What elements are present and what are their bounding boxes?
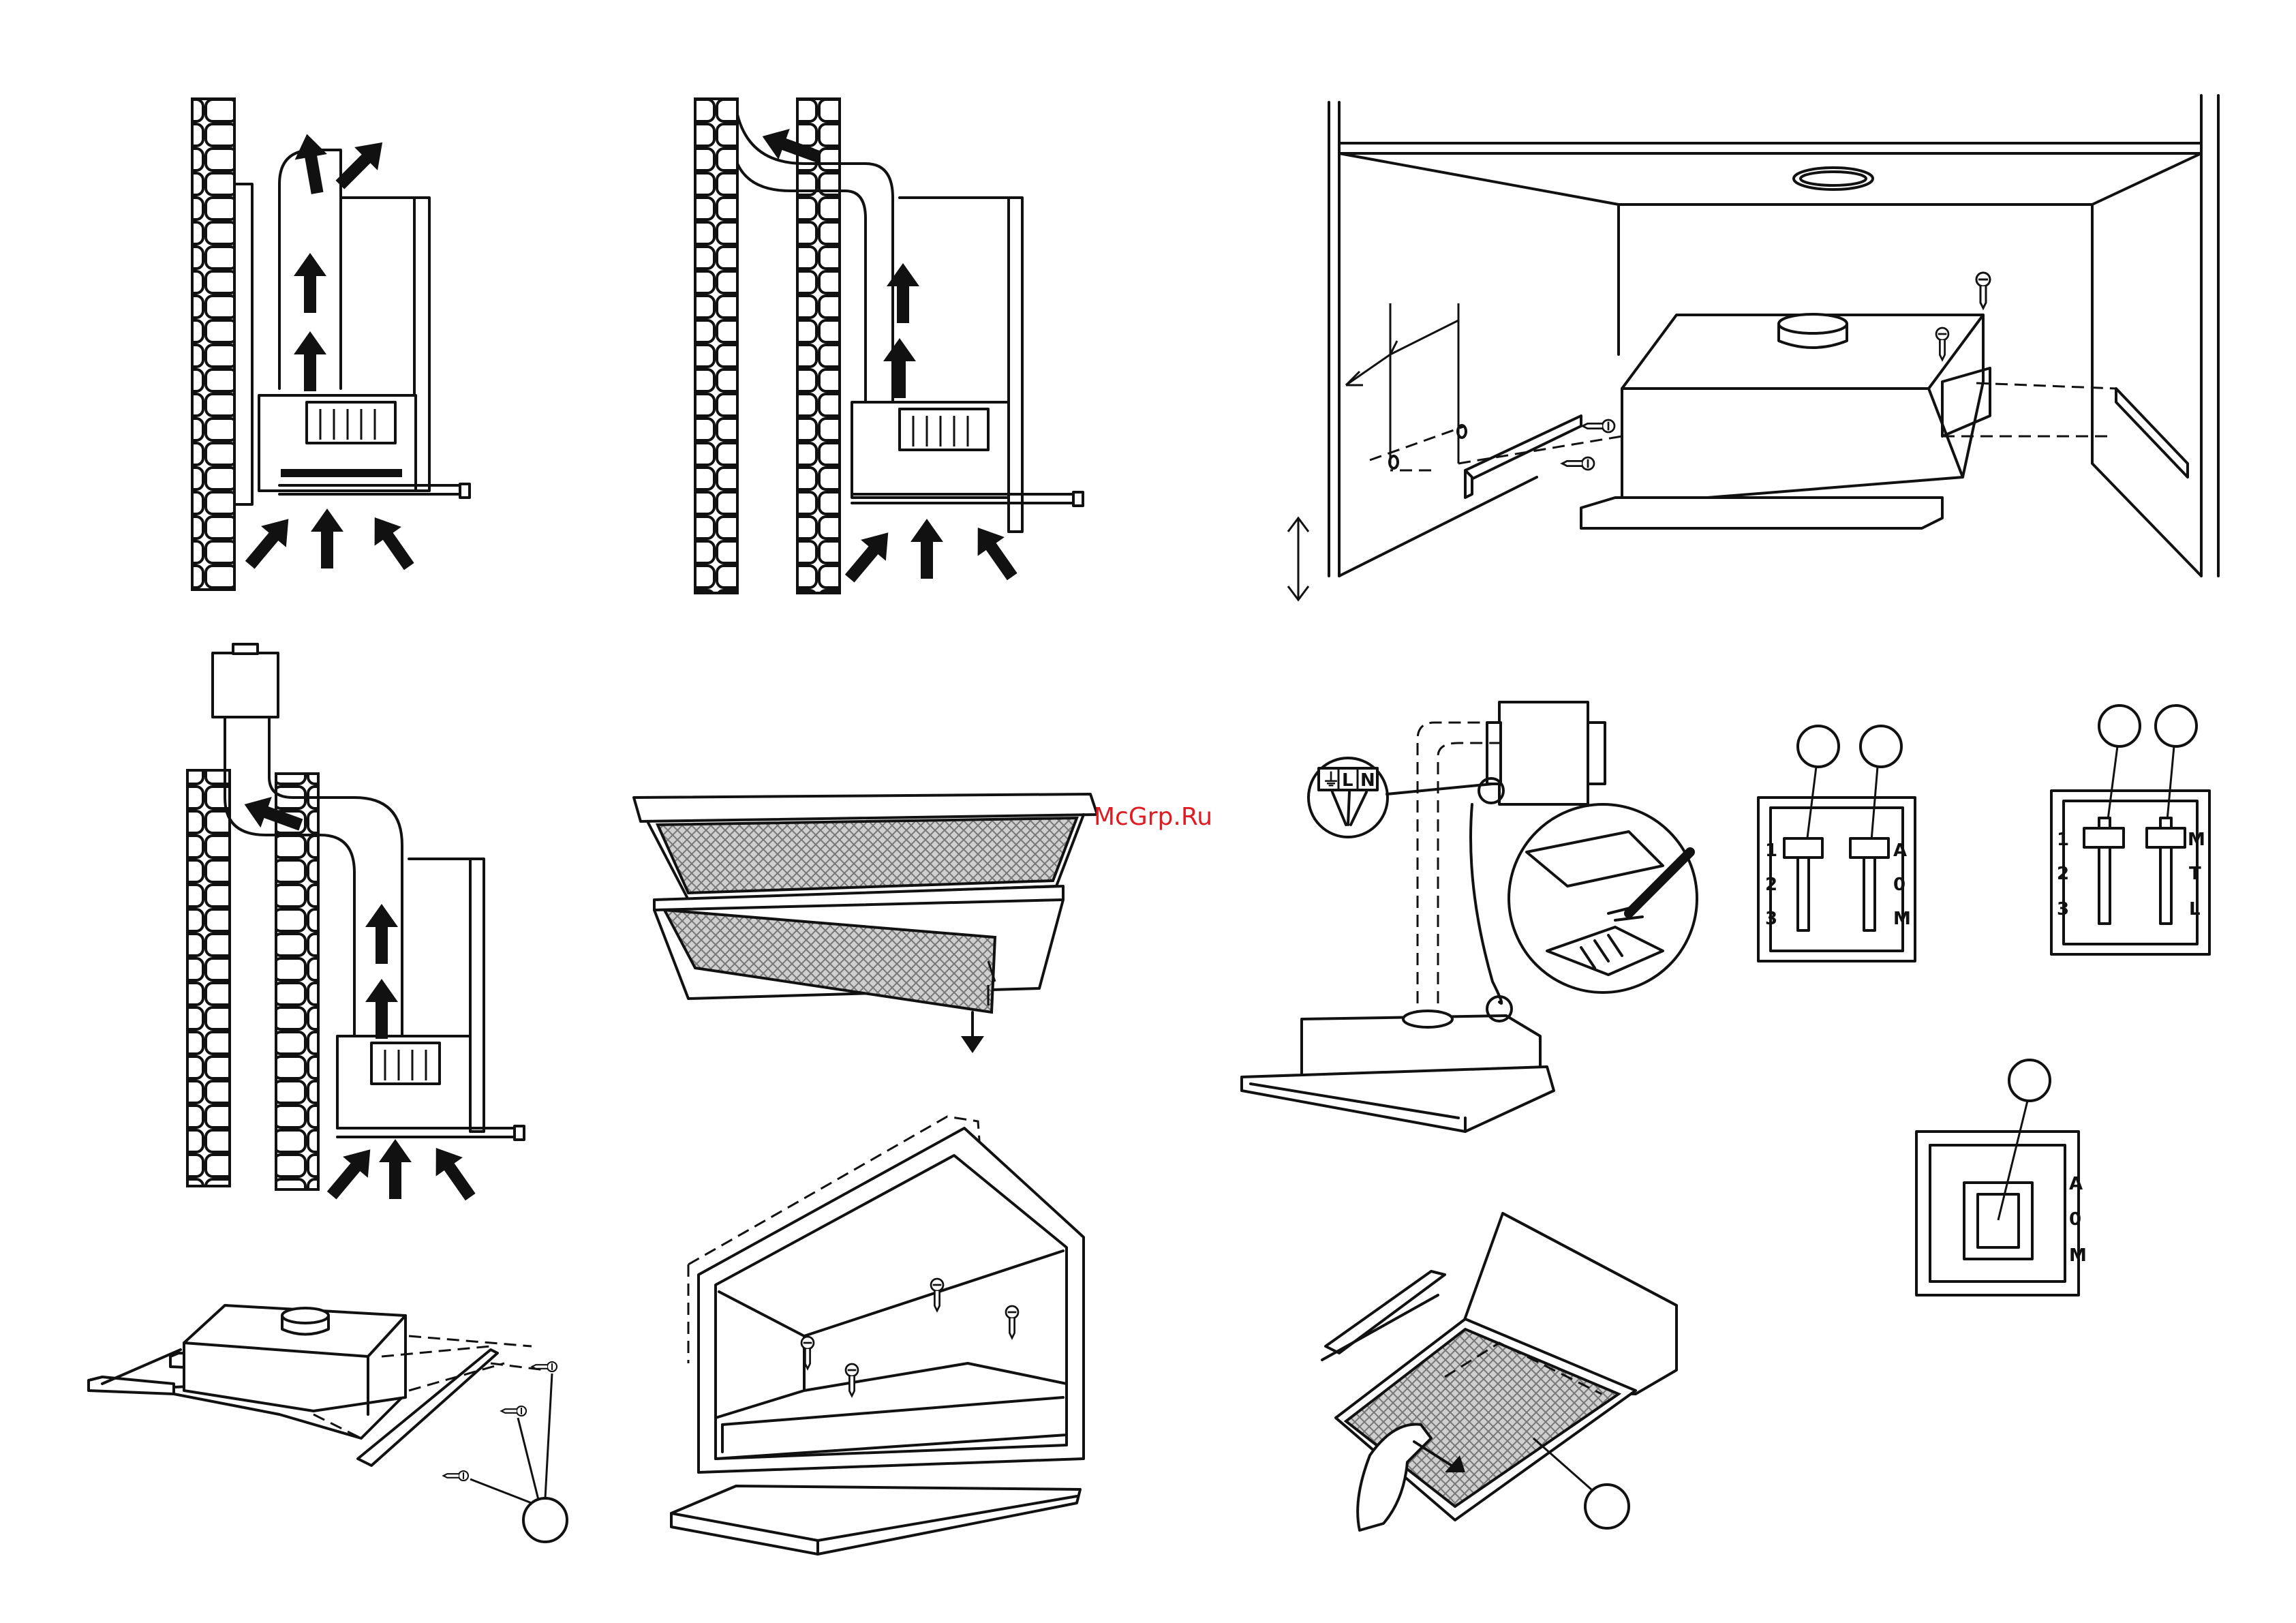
- external-motor-diagram: [187, 644, 524, 1207]
- arrow-up-icon: [294, 331, 326, 391]
- mode-mark-m: M: [2188, 830, 2205, 850]
- mode-mark-a: A: [1893, 840, 1907, 861]
- screw-icon: [1976, 273, 1990, 308]
- mode-mark-t: T: [2189, 864, 2201, 884]
- switch-panel-b: 1 2 3 M T L: [2051, 706, 2209, 954]
- screw-icon: [444, 1471, 468, 1481]
- terminal-earth-label: ⏚: [1322, 770, 1340, 791]
- wall-extraction-diagram: [695, 99, 1083, 593]
- callout-circle-icon: [1585, 1485, 1629, 1528]
- arrow-up-icon: [291, 132, 334, 196]
- arrow-up-icon: [883, 338, 916, 398]
- arrow-up-icon: [319, 1139, 382, 1206]
- callout-circle-icon: [2156, 706, 2196, 746]
- callout-circle-icon: [523, 1498, 567, 1542]
- rocker-switch-icon[interactable]: [1978, 1194, 2019, 1247]
- callout-circle-icon: [1798, 726, 1839, 767]
- callout-circle-icon: [2099, 706, 2140, 746]
- terminal-live-label: L: [1342, 770, 1353, 791]
- switch-panel-c: A 0 M: [1916, 1060, 2087, 1295]
- arrow-up-icon: [311, 509, 343, 568]
- arrow-up-icon: [423, 1138, 484, 1207]
- arrow-up-icon: [361, 508, 423, 576]
- brick-wall-icon: [192, 99, 234, 590]
- grease-filter-diagram: McGrp.Ru: [634, 794, 1212, 1053]
- screw-icon: [532, 1362, 557, 1371]
- arrow-up-icon: [964, 518, 1026, 586]
- arrow-up-icon: [365, 904, 398, 964]
- terminal-neutral-label: N: [1360, 770, 1375, 791]
- speed-mark-1: 1: [2057, 830, 2069, 850]
- screw-icon: [1582, 420, 1614, 432]
- brick-wall-icon: [695, 99, 737, 593]
- electrical-connection-diagram: ⏚ L N: [1242, 702, 1697, 1132]
- arrow-up-icon: [379, 1139, 412, 1199]
- mode-mark-a: A: [2069, 1174, 2083, 1194]
- speed-mark-2: 2: [2057, 864, 2069, 884]
- callout-circle-icon: [1861, 726, 1901, 767]
- grease-filter-icon: [658, 818, 1077, 893]
- mode-mark-m: M: [2069, 1245, 2087, 1266]
- mode-mark-0: 0: [1893, 875, 1905, 895]
- arrow-up-icon: [237, 509, 301, 575]
- cabinet-installation-diagram: [1288, 95, 2218, 600]
- cabinet-fitting-diagram: [671, 1117, 1084, 1554]
- speed-mark-1: 1: [1765, 840, 1777, 861]
- mode-mark-0: 0: [2069, 1209, 2081, 1230]
- speed-mark-3: 3: [2057, 899, 2069, 920]
- callout-circle-icon: [2009, 1060, 2050, 1101]
- screw-icon: [502, 1406, 526, 1416]
- brick-wall-icon: [187, 770, 230, 1186]
- filter-removal-diagram: [1322, 1213, 1677, 1530]
- side-rail-mounting-diagram: [89, 1305, 567, 1542]
- speed-mark-2: 2: [1765, 875, 1777, 895]
- arrow-up-icon: [837, 522, 900, 589]
- mode-mark-l: L: [2189, 899, 2201, 920]
- arrow-up-icon: [294, 253, 326, 313]
- arrow-up-icon: [328, 131, 394, 196]
- mode-mark-m: M: [1893, 909, 1911, 929]
- recirculation-diagram: [192, 99, 470, 590]
- arrow-up-icon: [365, 979, 398, 1039]
- watermark-text: McGrp.Ru: [1094, 803, 1212, 831]
- switch-panel-a: 1 2 3 A 0 M: [1758, 726, 1915, 961]
- brick-wall-icon: [797, 99, 840, 593]
- speed-mark-3: 3: [1765, 909, 1777, 929]
- arrow-up-icon: [910, 519, 943, 579]
- screw-icon: [1562, 457, 1594, 470]
